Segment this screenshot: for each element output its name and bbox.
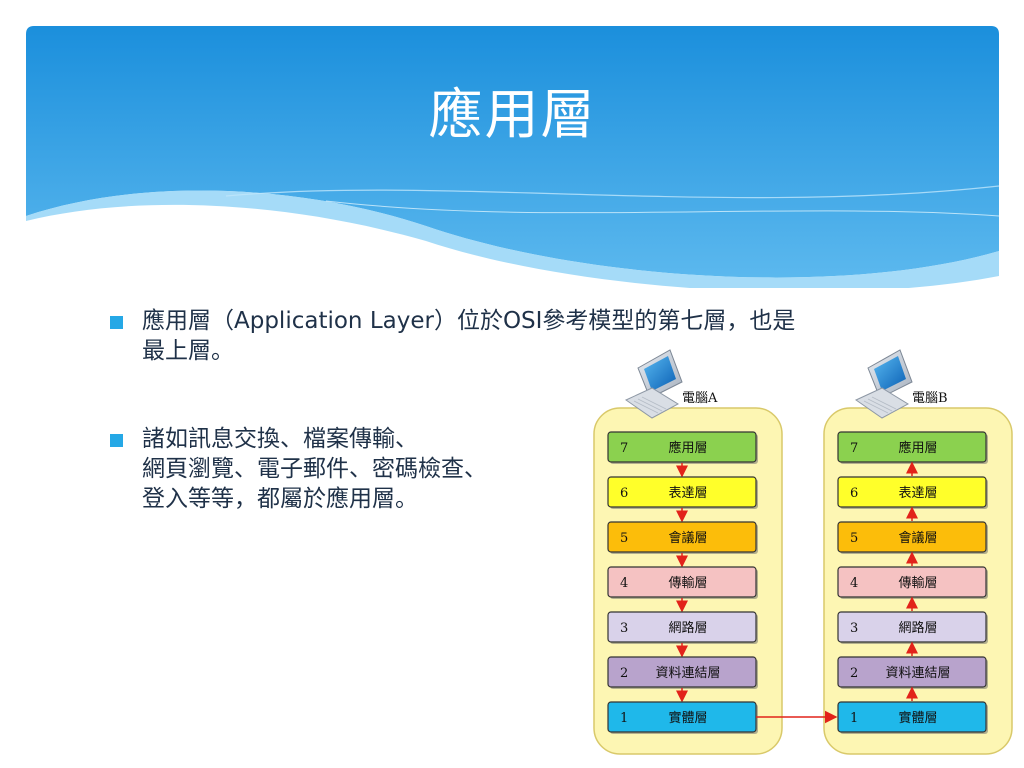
layer-name: 應用層 (668, 440, 707, 456)
layer-number: 1 (620, 711, 628, 726)
layer-number: 3 (620, 621, 628, 636)
layer-box: 6 表達層 (607, 476, 758, 509)
layer-name: 實體層 (668, 710, 707, 726)
layer-number: 6 (850, 486, 858, 501)
layer-name: 資料連結層 (885, 666, 950, 681)
layer-box: 2 資料連結層 (607, 656, 758, 689)
bullet-item: 應用層（Application Layer）位於OSI參考模型的第七層，也是 最… (110, 306, 930, 376)
bullet-item: 諸如訊息交換、檔案傳輸、 網頁瀏覽、電子郵件、密碼檢查、 登入等等，都屬於應用層… (110, 424, 930, 524)
layer-name: 表達層 (898, 486, 937, 501)
layer-box: 3 網路層 (837, 611, 988, 644)
bullet-text: 應用層（Application Layer）位於OSI參考模型的第七層，也是 最… (142, 308, 796, 364)
computer-icon (854, 349, 913, 419)
header-banner (26, 26, 999, 288)
layer-name: 會議層 (898, 531, 937, 546)
computer-stack: 電腦B 7 應用層 6 表達層 5 會議層 4 傳輸層 3 網路層 2 資料連結層 1 實體層 (823, 349, 1013, 755)
layer-name: 網路層 (668, 620, 707, 636)
layer-name: 傳輸層 (898, 576, 937, 591)
layer-number: 4 (620, 576, 628, 591)
layer-box: 3 網路層 (607, 611, 758, 644)
layer-box: 4 傳輸層 (607, 566, 758, 599)
layer-name: 網路層 (898, 620, 937, 636)
layer-number: 5 (850, 531, 858, 546)
layer-number: 7 (850, 441, 858, 456)
layer-box: 7 應用層 (837, 431, 988, 464)
layer-box: 4 傳輸層 (837, 566, 988, 599)
layer-number: 3 (850, 621, 858, 636)
layer-number: 5 (620, 531, 628, 546)
layer-number: 1 (850, 711, 858, 726)
osi-model-diagram: 電腦A 7 應用層 6 表達層 5 會議層 4 傳輸層 3 網路層 2 資料連結層 1 實體層 電腦B 7 應用層… (593, 349, 1013, 755)
layer-name: 表達層 (668, 486, 707, 501)
computer-icon (624, 349, 683, 419)
bullet-square-icon (110, 434, 123, 447)
layer-number: 2 (620, 666, 628, 681)
bullet-square-icon (110, 316, 123, 329)
layer-number: 4 (850, 576, 858, 591)
layer-name: 實體層 (898, 710, 937, 726)
layer-name: 應用層 (898, 440, 937, 456)
layer-number: 2 (850, 666, 858, 681)
layer-box: 7 應用層 (607, 431, 758, 464)
layer-box: 1 實體層 (837, 701, 988, 734)
bullet-text: 諸如訊息交換、檔案傳輸、 網頁瀏覽、電子郵件、密碼檢查、 登入等等，都屬於應用層… (142, 426, 487, 512)
layer-box: 5 會議層 (607, 521, 758, 554)
layer-box: 1 實體層 (607, 701, 758, 734)
layer-name: 會議層 (668, 531, 707, 546)
layer-box: 6 表達層 (837, 476, 988, 509)
layer-box: 2 資料連結層 (837, 656, 988, 689)
layer-name: 傳輸層 (668, 576, 707, 591)
layer-number: 7 (620, 441, 628, 456)
layer-name: 資料連結層 (655, 666, 720, 681)
computer-label: 電腦B (912, 391, 948, 406)
layer-number: 6 (620, 486, 628, 501)
computer-label: 電腦A (682, 391, 718, 406)
computer-stack: 電腦A 7 應用層 6 表達層 5 會議層 4 傳輸層 3 網路層 2 資料連結層 1 實體層 (593, 349, 783, 755)
slide-title: 應用層 (428, 83, 597, 146)
layer-box: 5 會議層 (837, 521, 988, 554)
